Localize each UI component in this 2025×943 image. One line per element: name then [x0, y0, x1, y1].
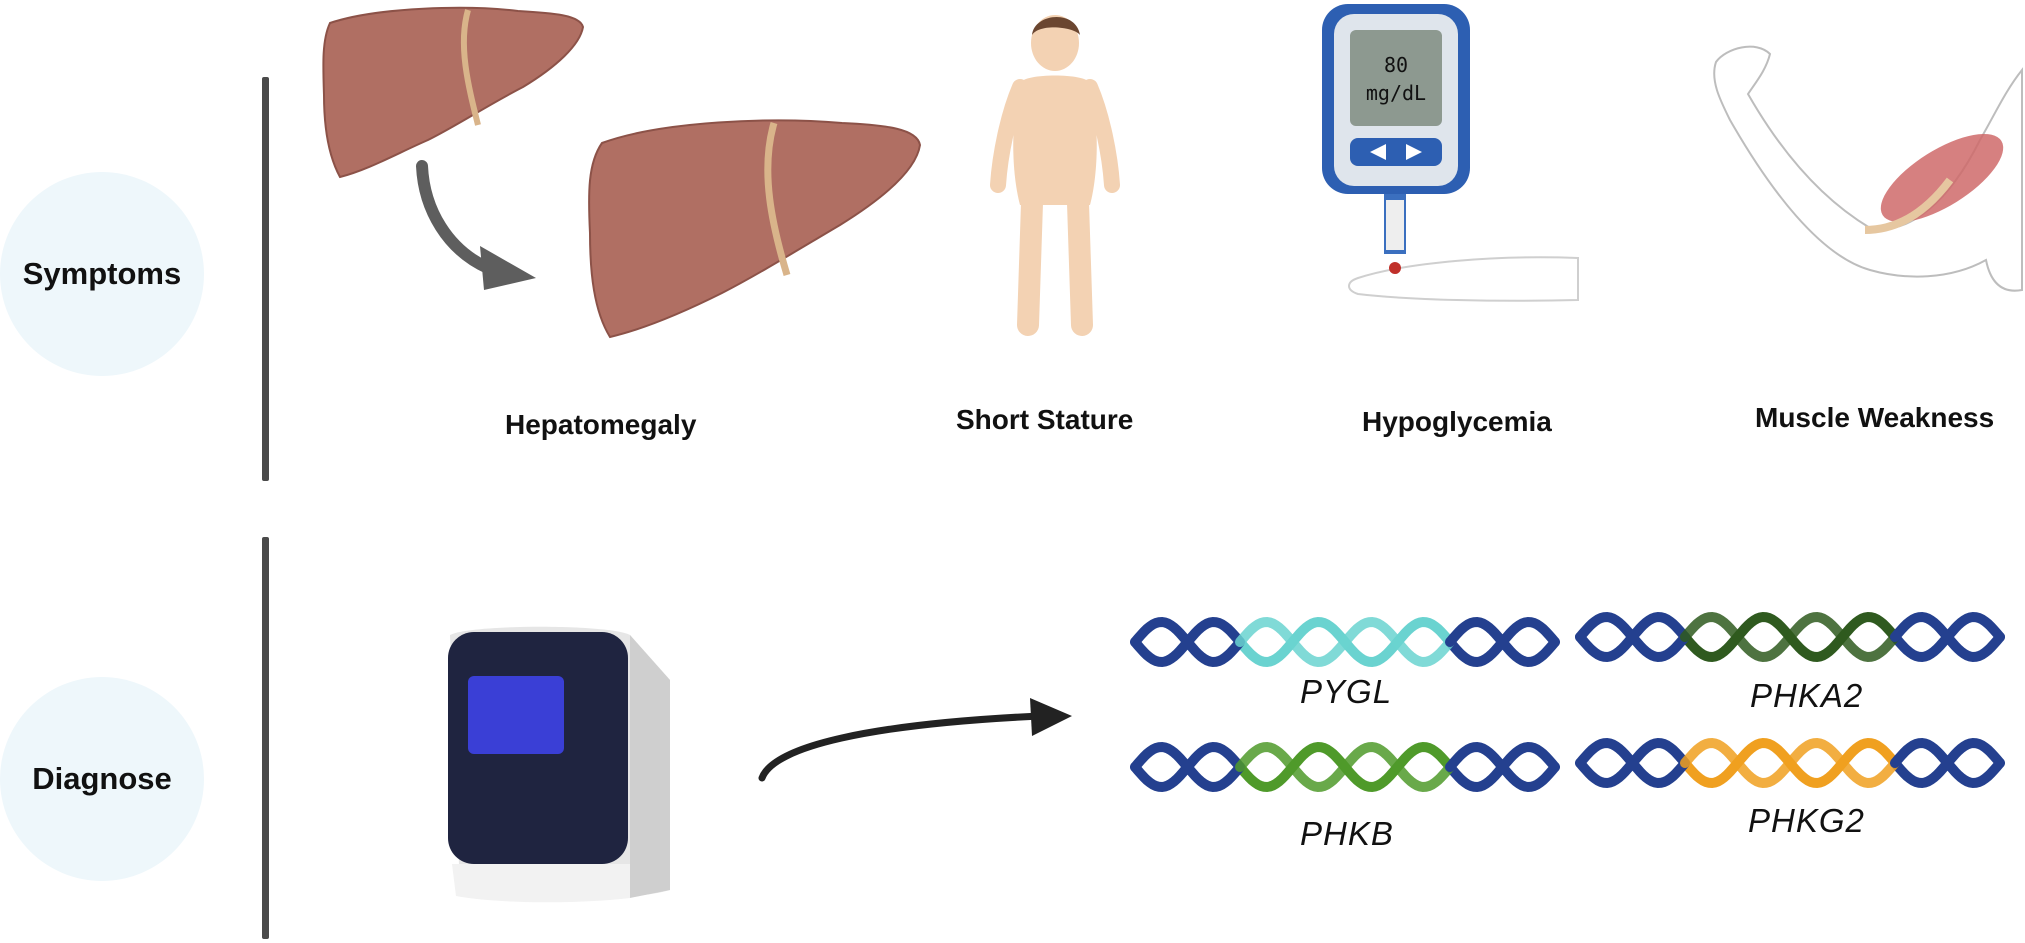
glucose-meter-icon: 80 mg/dL — [1322, 4, 1579, 302]
symptoms-divider — [262, 77, 269, 481]
symptom-label-short-stature: Short Stature — [956, 404, 1134, 435]
glucose-value: 80 — [1384, 53, 1408, 77]
symptoms-section-circle: Symptoms — [0, 172, 204, 376]
dna-strand-segment — [1235, 616, 1455, 668]
diagnose-arrow-icon — [758, 698, 1072, 782]
dna-helix-phkg2-icon — [1575, 737, 2005, 789]
dna-helix-phkb-icon — [1130, 741, 1560, 793]
dna-strand-segment — [1575, 611, 1690, 663]
diagnose-label: Diagnose — [32, 761, 172, 796]
dna-strand-segment — [1890, 737, 2005, 789]
symptoms-label: Symptoms — [22, 256, 182, 291]
glucose-unit: mg/dL — [1366, 81, 1426, 105]
arm-muscle-icon — [1713, 45, 2023, 292]
dna-strand-segment — [1890, 611, 2005, 663]
diagnose-divider — [262, 537, 269, 939]
dna-strand-segment — [1680, 611, 1900, 663]
dna-helix-phka2-icon — [1575, 611, 2005, 663]
dna-strand-segment — [1575, 737, 1690, 789]
symptom-label-hypoglycemia: Hypoglycemia — [1362, 406, 1552, 437]
symptom-label-muscle-weakness: Muscle Weakness — [1755, 402, 1995, 433]
gene-label-phkb: PHKB — [1300, 815, 1394, 852]
sequencer-machine-icon — [448, 626, 670, 903]
dna-strand-segment — [1130, 741, 1245, 793]
dna-strand-segment — [1130, 616, 1245, 668]
child-figure-icon — [990, 15, 1120, 336]
gene-label-pygl: PYGL — [1300, 673, 1393, 710]
dna-helix-pygl-icon — [1130, 616, 1560, 668]
symptom-label-hepatomegaly: Hepatomegaly — [505, 409, 697, 440]
gene-label-phka2: PHKA2 — [1750, 677, 1864, 714]
dna-strand-segment — [1235, 741, 1455, 793]
dna-strand-segment — [1445, 741, 1560, 793]
diagnose-section-circle: Diagnose — [0, 677, 204, 881]
small-liver-icon — [322, 6, 585, 179]
gene-label-phkg2: PHKG2 — [1748, 802, 1865, 839]
enlargement-arrow-icon — [416, 160, 536, 290]
enlarged-liver-icon — [588, 119, 922, 339]
dna-strand-segment — [1445, 616, 1560, 668]
dna-strand-segment — [1680, 737, 1900, 789]
